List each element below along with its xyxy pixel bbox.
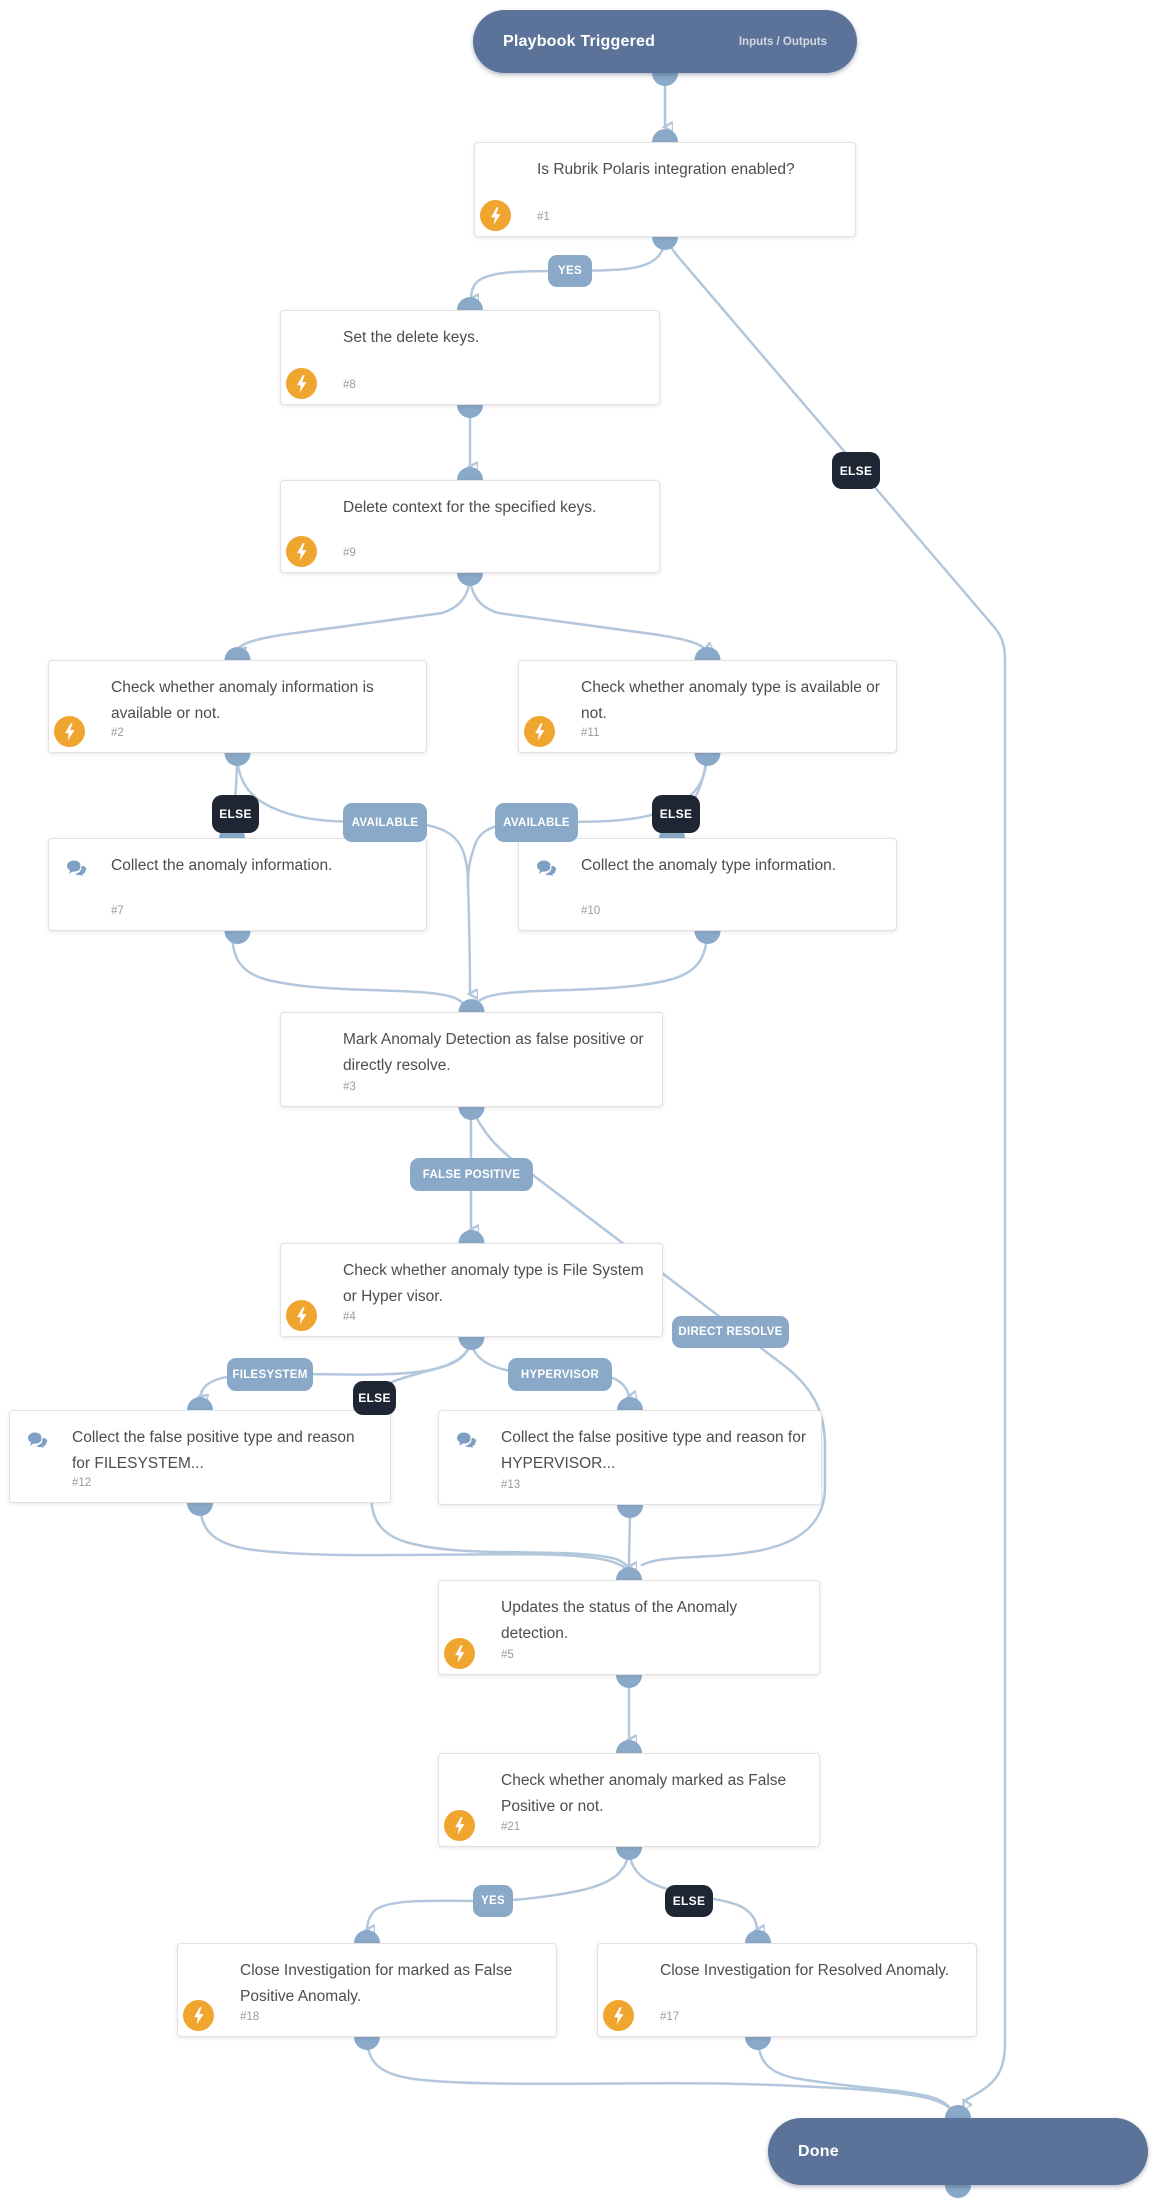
automation-lightning-badge <box>183 2000 214 2031</box>
task-chevron-icon <box>194 1964 218 1986</box>
connector-edge <box>369 1335 629 1568</box>
task-node-7[interactable]: Collect the anomaly information. #7 <box>48 838 427 931</box>
task-title: Delete context for the specified keys. <box>343 499 597 516</box>
branch-label-false-positive: FALSE POSITIVE <box>410 1158 533 1191</box>
task-node-8[interactable]: Set the delete keys. #8 <box>280 310 660 405</box>
task-node-2[interactable]: Check whether anomaly information is ava… <box>48 660 427 753</box>
automation-lightning-badge <box>286 536 317 567</box>
task-title: Updates the status of the Anomaly detect… <box>501 1599 738 1642</box>
condition-diamond-icon <box>65 681 89 703</box>
condition-diamond-icon <box>455 1774 479 1796</box>
task-number: #13 <box>501 1479 521 1491</box>
connector-edge <box>663 235 1007 2101</box>
task-title: Set the delete keys. <box>343 329 480 346</box>
connector-edge <box>756 2035 954 2112</box>
task-chevron-icon <box>455 1601 479 1623</box>
task-title: Collect the false positive type and reas… <box>501 1429 807 1472</box>
task-chevron-icon <box>614 1964 638 1986</box>
task-title: Is Rubrik Polaris integration enabled? <box>537 161 795 178</box>
task-node-12[interactable]: Collect the false positive type and reas… <box>9 1410 391 1503</box>
connector-edge <box>230 929 469 1010</box>
task-node-3[interactable]: Mark Anomaly Detection as false positive… <box>280 1012 663 1107</box>
automation-lightning-badge <box>603 2000 634 2031</box>
task-number: #17 <box>660 2011 680 2023</box>
automation-lightning-badge <box>286 1300 317 1331</box>
task-node-1[interactable]: Is Rubrik Polaris integration enabled? #1 <box>474 142 856 237</box>
task-number: #9 <box>343 547 356 559</box>
connector-edge <box>365 2035 954 2112</box>
task-title: Close Investigation for Resolved Anomaly… <box>660 1962 950 1979</box>
task-title: Check whether anomaly type is available … <box>581 679 880 722</box>
task-number: #3 <box>343 1081 356 1093</box>
branch-label-else: ELSE <box>212 795 259 833</box>
branch-label-else: ELSE <box>652 795 700 833</box>
task-title: Check whether anomaly type is File Syste… <box>343 1262 644 1305</box>
branch-label-direct-resolve: DIRECT RESOLVE <box>672 1316 789 1348</box>
data-collection-icon <box>455 1431 479 1453</box>
done-node[interactable]: Done <box>768 2118 1148 2185</box>
task-number: #4 <box>343 1311 356 1323</box>
automation-lightning-badge <box>444 1810 475 1841</box>
task-number: #2 <box>111 727 124 739</box>
task-title: Mark Anomaly Detection as false positive… <box>343 1031 644 1074</box>
task-chevron-icon <box>297 501 321 523</box>
data-collection-icon <box>65 859 89 881</box>
branch-label-yes: YES <box>548 255 592 287</box>
automation-lightning-badge <box>480 200 511 231</box>
task-node-21[interactable]: Check whether anomaly marked as False Po… <box>438 1753 820 1847</box>
task-number: #10 <box>581 905 601 917</box>
automation-lightning-badge <box>524 716 555 747</box>
branch-label-available: AVAILABLE <box>495 803 578 842</box>
condition-diamond-icon <box>535 681 559 703</box>
task-node-5[interactable]: Updates the status of the Anomaly detect… <box>438 1580 820 1675</box>
automation-lightning-badge <box>54 716 85 747</box>
connector-edge <box>468 882 470 994</box>
playbook-triggered-node[interactable]: Playbook Triggered Inputs / Outputs <box>473 10 857 73</box>
task-node-4[interactable]: Check whether anomaly type is File Syste… <box>280 1243 663 1337</box>
task-title: Check whether anomaly marked as False Po… <box>501 1772 787 1815</box>
branch-label-else: ELSE <box>665 1885 713 1917</box>
data-collection-icon <box>26 1431 50 1453</box>
branch-label-available: AVAILABLE <box>343 803 427 842</box>
inputs-outputs-link[interactable]: Inputs / Outputs <box>738 35 827 48</box>
branch-label-hypervisor: HYPERVISOR <box>508 1358 612 1391</box>
task-title: Collect the false positive type and reas… <box>72 1429 355 1472</box>
connector-edge <box>238 571 472 650</box>
connector-edge <box>198 1501 627 1570</box>
task-node-13[interactable]: Collect the false positive type and reas… <box>438 1410 822 1505</box>
condition-diamond-icon <box>491 163 515 185</box>
task-chevron-icon <box>297 331 321 353</box>
connector-edge <box>470 929 709 1010</box>
task-number: #12 <box>72 1477 92 1489</box>
task-node-17[interactable]: Close Investigation for Resolved Anomaly… <box>597 1943 977 2037</box>
task-node-18[interactable]: Close Investigation for marked as False … <box>177 1943 557 2037</box>
connector-edge <box>469 1105 827 1567</box>
automation-lightning-badge <box>286 368 317 399</box>
task-node-11[interactable]: Check whether anomaly type is available … <box>518 660 897 753</box>
connector-edge <box>468 571 705 650</box>
task-number: #5 <box>501 1649 514 1661</box>
condition-diamond-icon <box>297 1033 321 1055</box>
task-title: Collect the anomaly information. <box>111 857 333 874</box>
end-node-title: Done <box>798 2142 839 2160</box>
task-number: #21 <box>501 1821 521 1833</box>
task-number: #7 <box>111 905 124 917</box>
task-number: #1 <box>537 211 550 223</box>
task-title: Collect the anomaly type information. <box>581 857 837 874</box>
branch-label-else: ELSE <box>832 452 880 489</box>
start-node-title: Playbook Triggered <box>503 32 656 50</box>
automation-lightning-badge <box>444 1638 475 1669</box>
task-number: #11 <box>581 727 600 739</box>
task-title: Check whether anomaly information is ava… <box>111 679 374 722</box>
data-collection-icon <box>535 859 559 881</box>
branch-label-filesystem: FILESYSTEM <box>227 1358 313 1391</box>
task-title: Close Investigation for marked as False … <box>240 1962 513 2005</box>
branch-label-yes: YES <box>473 1885 513 1917</box>
task-node-9[interactable]: Delete context for the specified keys. #9 <box>280 480 660 573</box>
task-node-10[interactable]: Collect the anomaly type information. #10 <box>518 838 897 931</box>
task-number: #18 <box>240 2011 260 2023</box>
condition-diamond-icon <box>297 1264 321 1286</box>
branch-label-else: ELSE <box>353 1381 396 1415</box>
task-number: #8 <box>343 379 356 391</box>
